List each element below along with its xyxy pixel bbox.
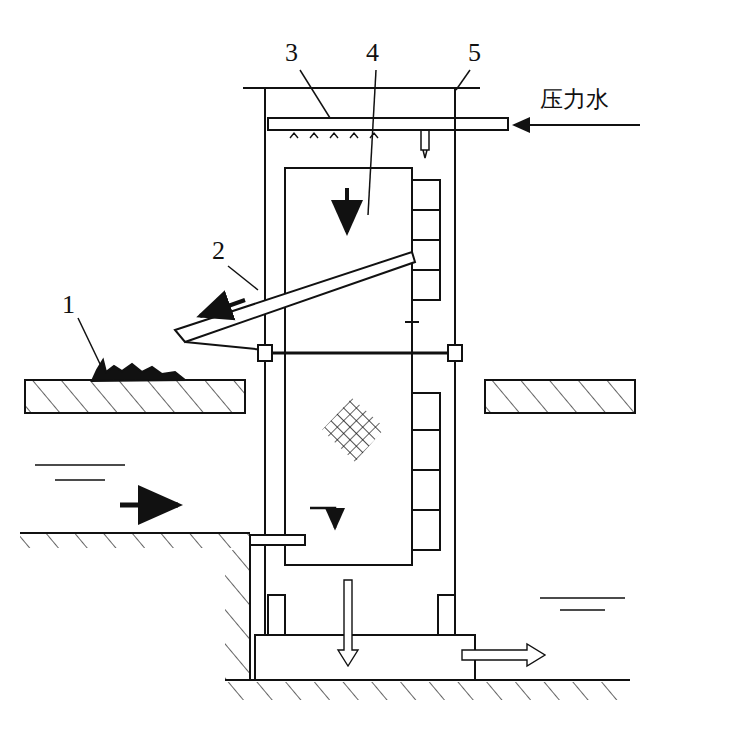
inlet-lip (250, 535, 305, 545)
rotation-arrow (345, 188, 349, 232)
support-column (438, 595, 455, 635)
base-slab (255, 635, 475, 680)
callout-number: 2 (212, 238, 225, 264)
shaft (270, 352, 450, 355)
trough (175, 252, 415, 342)
ground-slab (485, 380, 635, 413)
inflow-turn-arrow (310, 508, 335, 528)
bearing (448, 345, 462, 361)
outflow-arrow (462, 644, 545, 666)
ground-slab (25, 380, 245, 413)
channel-bed (20, 532, 250, 534)
callout-number: 3 (285, 40, 298, 66)
leader-lines (78, 70, 470, 366)
nozzle (421, 130, 429, 158)
callout-number: 1 (62, 292, 75, 318)
flow-arrow (120, 503, 178, 508)
drive-pipe (405, 322, 419, 395)
inflow-arrow (514, 124, 640, 126)
bearing (258, 345, 272, 361)
support-column (268, 595, 285, 635)
callout-number: 4 (366, 40, 379, 66)
screen-mesh (322, 398, 385, 462)
debris-arrow (200, 300, 245, 316)
ground-line (225, 679, 630, 681)
spray-jets (290, 133, 378, 138)
flow-label: 压力水 (540, 88, 609, 111)
drum-ribs (412, 180, 440, 550)
frame-top (243, 87, 480, 89)
callout-number: 5 (468, 40, 481, 66)
drum (285, 168, 412, 565)
spray-pipe (268, 118, 508, 130)
debris (92, 360, 185, 381)
outflow-arrow (338, 580, 358, 666)
